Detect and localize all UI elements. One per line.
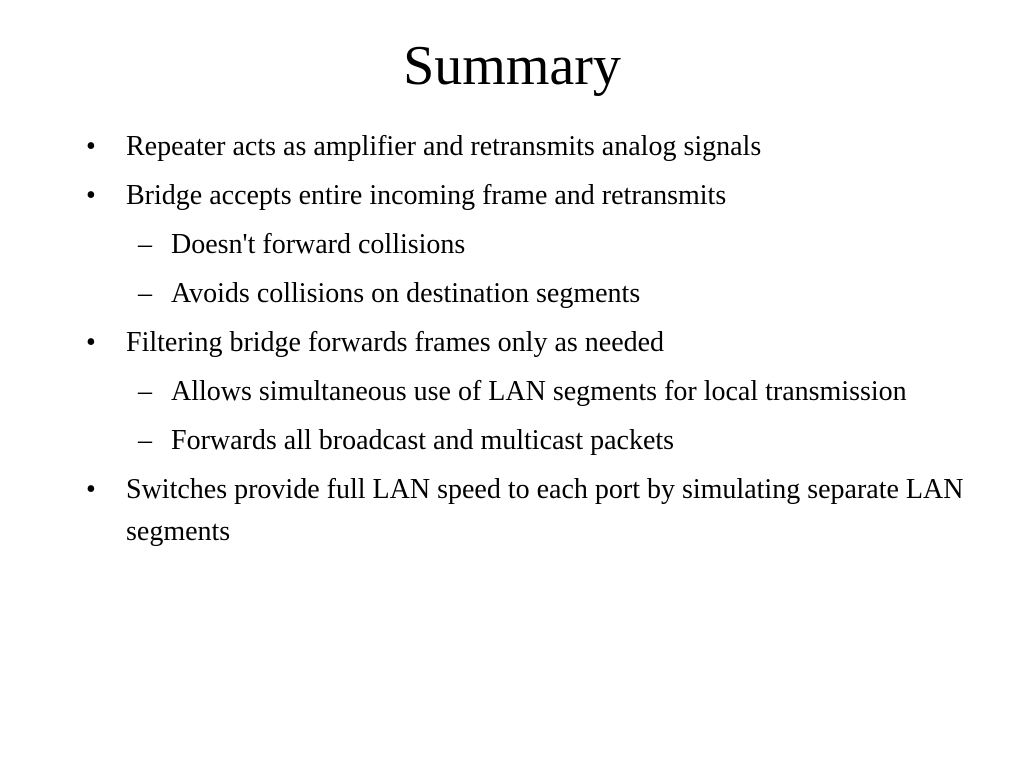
sub-bullet-text: Avoids collisions on destination segment… bbox=[171, 278, 641, 309]
dash-marker: – bbox=[138, 229, 152, 260]
bullet-marker: • bbox=[86, 180, 96, 211]
bullet-marker: • bbox=[86, 131, 96, 162]
bullet-list: • Repeater acts as amplifier and retrans… bbox=[86, 126, 966, 560]
dash-marker: – bbox=[138, 425, 152, 456]
bullet-marker: • bbox=[86, 474, 96, 505]
bullet-text: Bridge accepts entire incoming frame and… bbox=[126, 180, 727, 211]
sub-bullet-text: Doesn't forward collisions bbox=[171, 229, 466, 260]
slide-title: Summary bbox=[403, 35, 621, 97]
sub-bullet-item: – Avoids collisions on destination segme… bbox=[86, 273, 966, 315]
bullet-item: • Filtering bridge forwards frames only … bbox=[86, 322, 966, 364]
sub-bullet-item: – Allows simultaneous use of LAN segment… bbox=[86, 371, 966, 413]
sub-bullet-item: – Doesn't forward collisions bbox=[86, 224, 966, 266]
bullet-item: • Repeater acts as amplifier and retrans… bbox=[86, 126, 966, 168]
bullet-text: Repeater acts as amplifier and retransmi… bbox=[126, 131, 762, 162]
bullet-item: • Bridge accepts entire incoming frame a… bbox=[86, 175, 966, 217]
dash-marker: – bbox=[138, 278, 152, 309]
sub-bullet-text: Forwards all broadcast and multicast pac… bbox=[171, 425, 675, 456]
bullet-text: Filtering bridge forwards frames only as… bbox=[126, 327, 665, 358]
sub-bullet-text: Allows simultaneous use of LAN segments … bbox=[171, 376, 907, 407]
bullet-marker: • bbox=[86, 327, 96, 358]
bullet-text: Switches provide full LAN speed to each … bbox=[126, 474, 964, 547]
dash-marker: – bbox=[138, 376, 152, 407]
sub-bullet-item: – Forwards all broadcast and multicast p… bbox=[86, 420, 966, 462]
bullet-item: • Switches provide full LAN speed to eac… bbox=[86, 469, 966, 553]
